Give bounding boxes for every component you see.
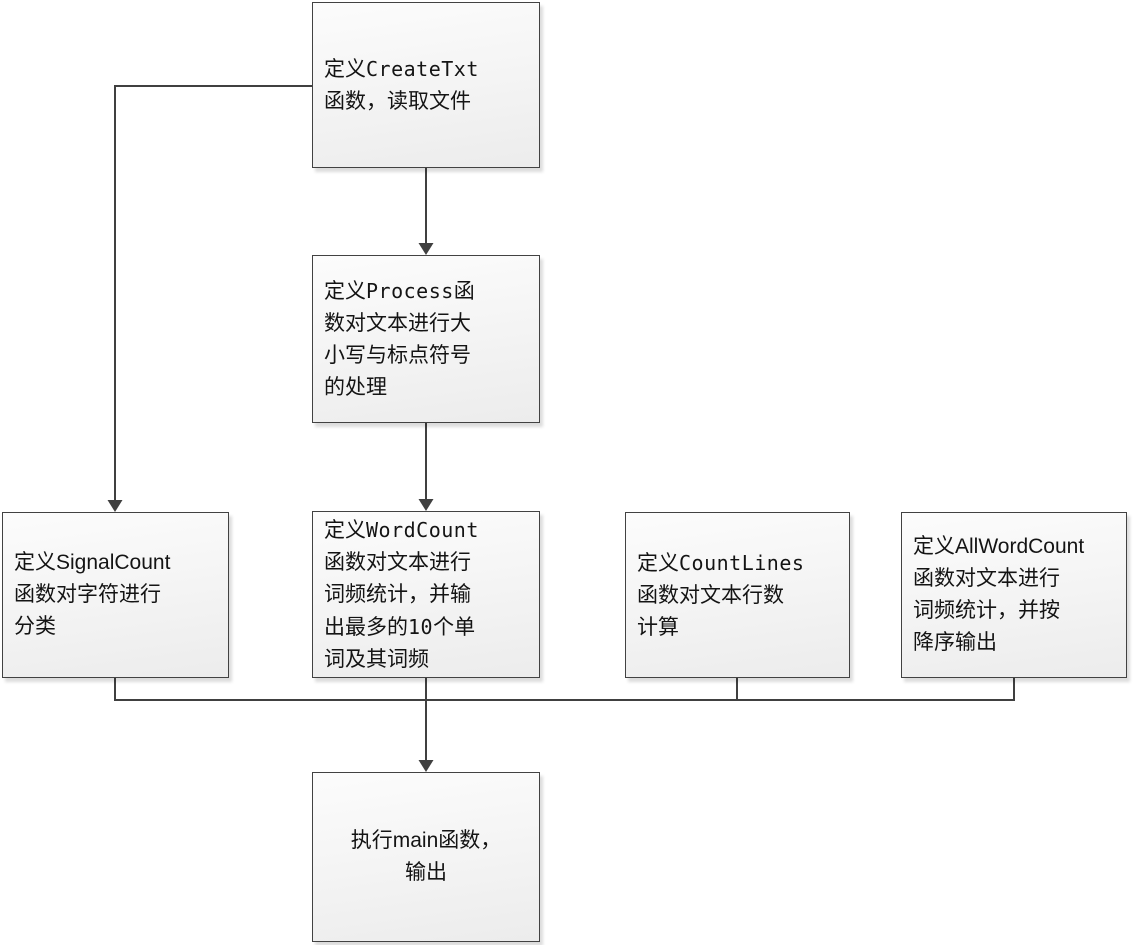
flow-node-count-lines: 定义CountLines 函数对文本行数 计算 bbox=[625, 512, 850, 678]
flow-node-main: 执行main函数， 输出 bbox=[312, 772, 540, 942]
flow-node-create-txt: 定义CreateTxt 函数，读取文件 bbox=[312, 2, 540, 168]
label-segment: 定义 bbox=[14, 551, 56, 574]
label-segment: CountLines bbox=[679, 550, 805, 575]
node-label: 定义AllWordCount 函数对文本进行 词频统计，并按 降序输出 bbox=[902, 531, 1126, 659]
label-segment: 函数对字符进行 分类 bbox=[14, 583, 161, 638]
label-segment: 函 数对文本进行大 小写与标点符号 的处理 bbox=[324, 279, 475, 399]
edge-create-txt-to-signal-count bbox=[114, 85, 312, 501]
flow-node-all-word-count: 定义AllWordCount 函数对文本进行 词频统计，并按 降序输出 bbox=[901, 512, 1127, 678]
label-segment: 函数， 输出 bbox=[405, 829, 502, 884]
node-label: 定义CreateTxt 函数，读取文件 bbox=[313, 53, 539, 118]
label-segment: 函数，读取文件 bbox=[324, 89, 471, 113]
flow-node-signal-count: 定义SignalCount 函数对字符进行 分类 bbox=[2, 512, 229, 678]
label-segment: 个单 词及其词频 bbox=[324, 615, 476, 671]
label-segment: main bbox=[392, 829, 439, 852]
label-segment: CreateTxt bbox=[366, 56, 479, 81]
flow-node-process: 定义Process函 数对文本进行大 小写与标点符号 的处理 bbox=[312, 255, 540, 423]
node-label: 定义Process函 数对文本进行大 小写与标点符号 的处理 bbox=[313, 275, 539, 404]
node-label: 定义SignalCount 函数对字符进行 分类 bbox=[3, 547, 228, 643]
label-segment: Process bbox=[366, 278, 454, 303]
label-segment: 定义 bbox=[324, 57, 366, 81]
label-segment: 函数对文本进行 词频统计，并输 出最多的 bbox=[324, 550, 471, 639]
node-label: 定义WordCount 函数对文本进行 词频统计，并输 出最多的10个单 词及其… bbox=[313, 514, 539, 676]
label-segment: SignalCount bbox=[56, 551, 171, 574]
label-segment: 定义 bbox=[913, 535, 955, 558]
label-segment: 定义 bbox=[324, 279, 366, 303]
arrowhead-down-icon bbox=[418, 760, 434, 772]
label-segment: 定义 bbox=[324, 518, 366, 542]
node-label: 定义CountLines 函数对文本行数 计算 bbox=[626, 547, 849, 644]
label-segment: 函数对文本进行 词频统计，并按 降序输出 bbox=[913, 567, 1060, 654]
label-segment: 10 bbox=[408, 614, 434, 639]
label-segment: 执行 bbox=[350, 829, 393, 852]
label-segment: AllWordCount bbox=[955, 535, 1085, 558]
label-segment: 定义 bbox=[637, 551, 679, 575]
flow-node-word-count: 定义WordCount 函数对文本进行 词频统计，并输 出最多的10个单 词及其… bbox=[312, 511, 540, 678]
label-segment: 函数对文本行数 计算 bbox=[637, 583, 784, 639]
arrowhead-down-icon bbox=[107, 500, 123, 512]
node-label: 执行main函数， 输出 bbox=[313, 825, 539, 889]
arrowhead-down-icon bbox=[418, 243, 434, 255]
arrowhead-down-icon bbox=[418, 499, 434, 511]
label-segment: WordCount bbox=[366, 517, 479, 542]
